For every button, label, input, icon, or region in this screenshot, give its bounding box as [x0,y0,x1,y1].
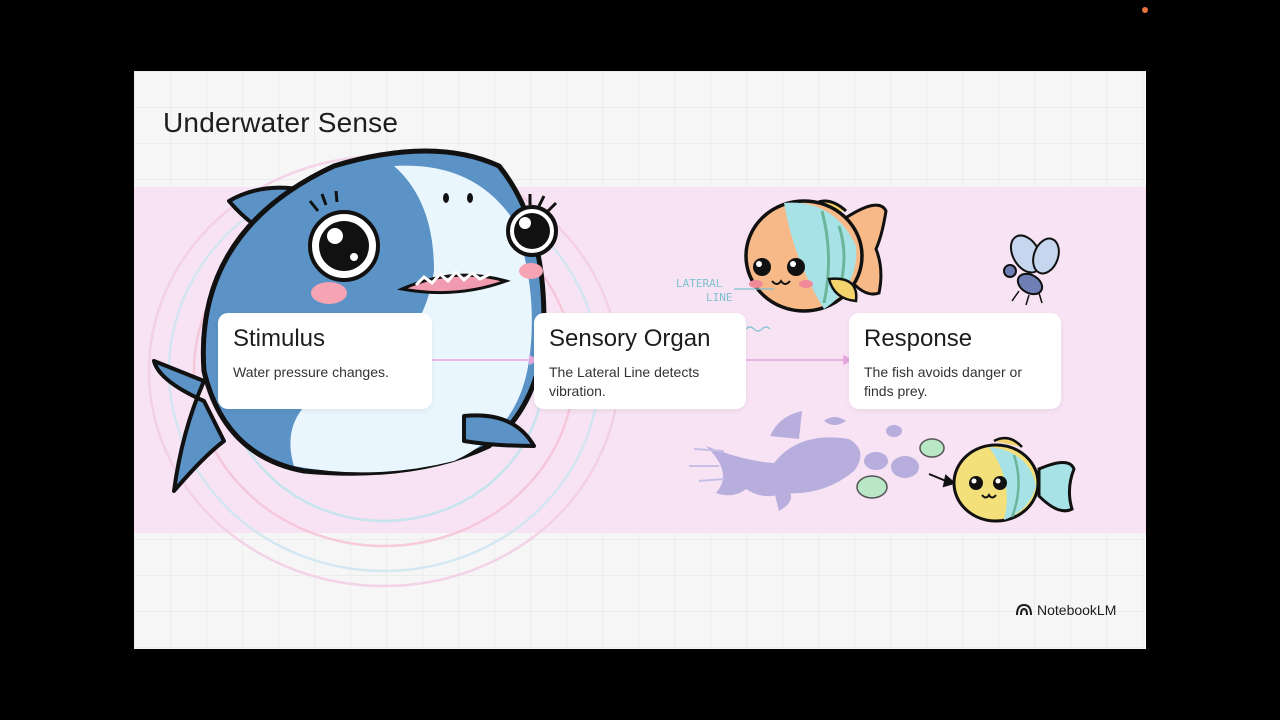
notebooklm-logo-icon [1016,604,1032,616]
step-text: Water pressure changes. [233,364,389,380]
fly-icon [1003,234,1060,306]
lateral-line-label: LATERAL LINE [676,277,774,332]
slide-title: Underwater Sense [163,107,399,138]
shadow-shark-icon [689,411,861,511]
svg-text:LATERAL: LATERAL [676,277,723,290]
clownfish-icon [744,199,888,313]
connector-arrows [432,354,853,366]
slide: LATERAL LINE [134,71,1146,649]
step-text: The fish avoids danger or finds prey. [864,364,1022,399]
step-card-sensory-organ: Sensory Organ The Lateral Line detects v… [534,313,746,409]
step-heading: Response [864,325,973,352]
small-fish-icon [856,438,945,499]
step-text: The Lateral Line detects vibration. [549,364,700,399]
step-heading: Sensory Organ [549,325,711,352]
brand-label: NotebookLM [1037,602,1117,618]
step-card-response: Response The fish avoids danger or finds… [849,313,1061,409]
svg-text:LINE: LINE [706,291,733,304]
notebooklm-brand: NotebookLM [1016,602,1116,618]
shadow-fish-icon [824,417,919,478]
recording-indicator [1142,7,1148,13]
escape-arrow-icon [928,473,957,488]
escaping-fish-icon [952,436,1076,523]
step-card-stimulus: Stimulus Water pressure changes. [218,313,432,409]
step-heading: Stimulus [233,325,326,352]
